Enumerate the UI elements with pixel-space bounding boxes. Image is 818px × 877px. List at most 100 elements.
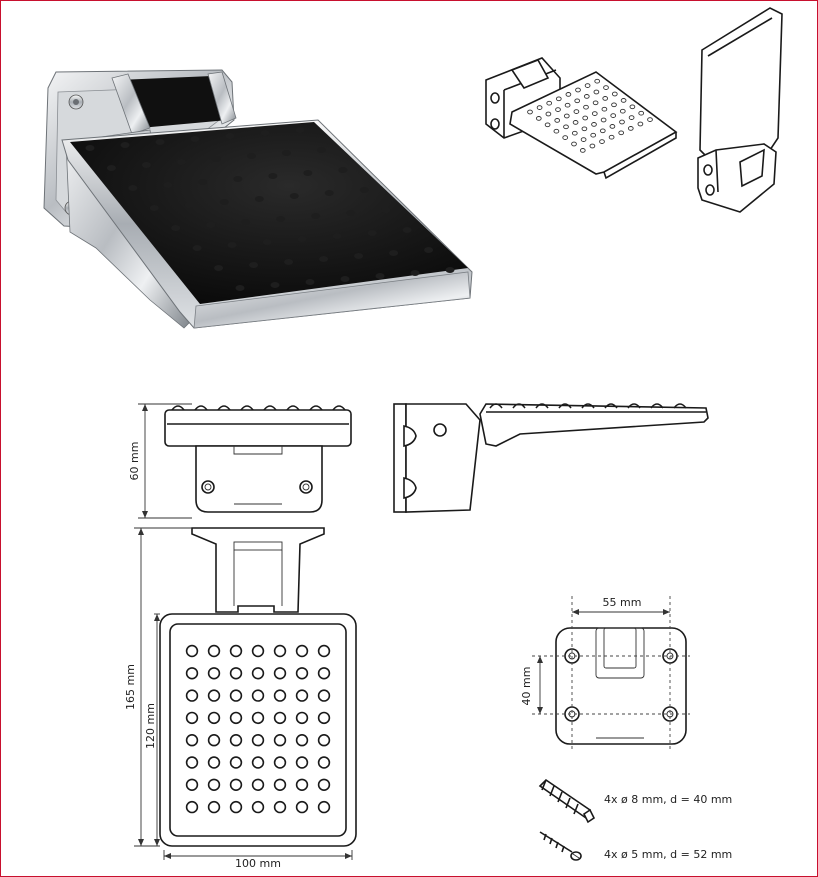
screw-icon (539, 831, 582, 861)
line-art-hole (619, 108, 626, 114)
pad-bump (673, 403, 687, 409)
seat-hole (317, 778, 331, 791)
pad-bump (627, 403, 641, 409)
line-art-hole (563, 124, 569, 130)
line-art-hole (628, 115, 635, 120)
mounting-plate-view (532, 596, 690, 750)
pad-dimple (305, 279, 315, 285)
seat-hole (295, 800, 309, 814)
line-art-hole (545, 111, 552, 117)
pad-bump (535, 403, 549, 409)
line-art-hole (627, 126, 634, 131)
pad-dimple (163, 182, 173, 188)
line-art-hole (592, 100, 599, 106)
seat-hole (185, 756, 199, 769)
line-art-hole (599, 128, 606, 134)
line-art-hole (611, 102, 617, 108)
pad-dimple (276, 216, 286, 222)
pad-dimple (359, 187, 369, 193)
line-art-hole (647, 117, 653, 122)
seat-hole (273, 733, 287, 747)
line-art-hole (582, 115, 589, 121)
seat-hole (229, 778, 243, 791)
line-art-hole (618, 130, 625, 136)
pad-dimple (211, 156, 221, 162)
pad-dimple (190, 136, 200, 142)
wall-plug-icon (538, 778, 596, 824)
seat-hole (295, 644, 309, 658)
seat-hole (251, 733, 265, 747)
line-art-hole (555, 107, 561, 112)
line-art-hole (580, 137, 587, 142)
pad-dimple (284, 259, 294, 265)
line-art-hole (536, 105, 543, 110)
seat-hole (317, 733, 331, 747)
pad-dimple (354, 253, 364, 259)
perspective-line-art (485, 7, 783, 213)
line-art-hole (583, 104, 589, 110)
seat-hole (207, 778, 221, 791)
dim-100-label: 100 mm (235, 857, 281, 870)
seat-hole (251, 644, 265, 658)
seat-hole (317, 667, 331, 680)
seat-hole (185, 711, 199, 725)
seat-hole (295, 756, 309, 769)
seat-hole (251, 756, 265, 769)
line-art-hole (610, 113, 617, 118)
seat-hole (185, 800, 199, 814)
pad-bump (263, 405, 277, 411)
line-art-hole (620, 98, 627, 103)
seat-hole (251, 711, 265, 725)
pad-dimple (295, 127, 305, 133)
seat-hole (251, 689, 265, 702)
pad-texture (85, 127, 455, 291)
pad-dimple (270, 282, 280, 288)
pad-bump (194, 405, 208, 411)
pad-dimple (410, 270, 420, 276)
seat-hole (185, 689, 199, 702)
seat-hole (295, 689, 309, 702)
line-art-hole (571, 141, 577, 147)
seat-hole (207, 733, 221, 747)
line-art-hole (629, 104, 636, 110)
pad-dimple (338, 167, 348, 173)
pad-dimple (381, 207, 391, 213)
pad-dimple (85, 145, 95, 151)
seat-hole (229, 800, 243, 814)
line-art-hole (590, 132, 597, 138)
pad-dimple (171, 225, 181, 231)
pad-dimple (176, 159, 186, 165)
dimension-lines (134, 403, 670, 860)
line-art-hole (563, 113, 570, 119)
seat-hole (273, 667, 287, 680)
pad-bump (286, 405, 300, 411)
seat-hole (317, 689, 331, 702)
dim-120-label: 120 mm (144, 703, 157, 749)
line-art-hole (603, 85, 609, 90)
line-art-hole (546, 100, 553, 106)
pad-dimple (214, 265, 224, 271)
front-view-bumps (171, 405, 346, 411)
pad-dimple (389, 250, 399, 256)
line-art-hole (571, 130, 578, 136)
pad-dimple (120, 142, 130, 148)
line-art-hole (584, 83, 591, 88)
pad-dimple (311, 213, 321, 219)
pad-dimple (235, 285, 245, 291)
pad-dimple (141, 162, 151, 168)
pad-dimple (246, 153, 256, 159)
seat-hole (273, 644, 287, 658)
seat-hole (273, 778, 287, 791)
dim-40-label: 40 mm (520, 667, 533, 706)
seat-hole (295, 733, 309, 747)
line-art-hole (527, 109, 533, 115)
product-photo (43, 69, 473, 329)
pad-dimple (149, 205, 159, 211)
line-art-hole (554, 118, 561, 123)
seat-hole (295, 667, 309, 680)
line-art-hole (638, 110, 645, 116)
pad-dimple (192, 245, 202, 251)
pad-bump (217, 405, 231, 411)
seat-hole (251, 778, 265, 791)
pad-dimple (316, 147, 326, 153)
